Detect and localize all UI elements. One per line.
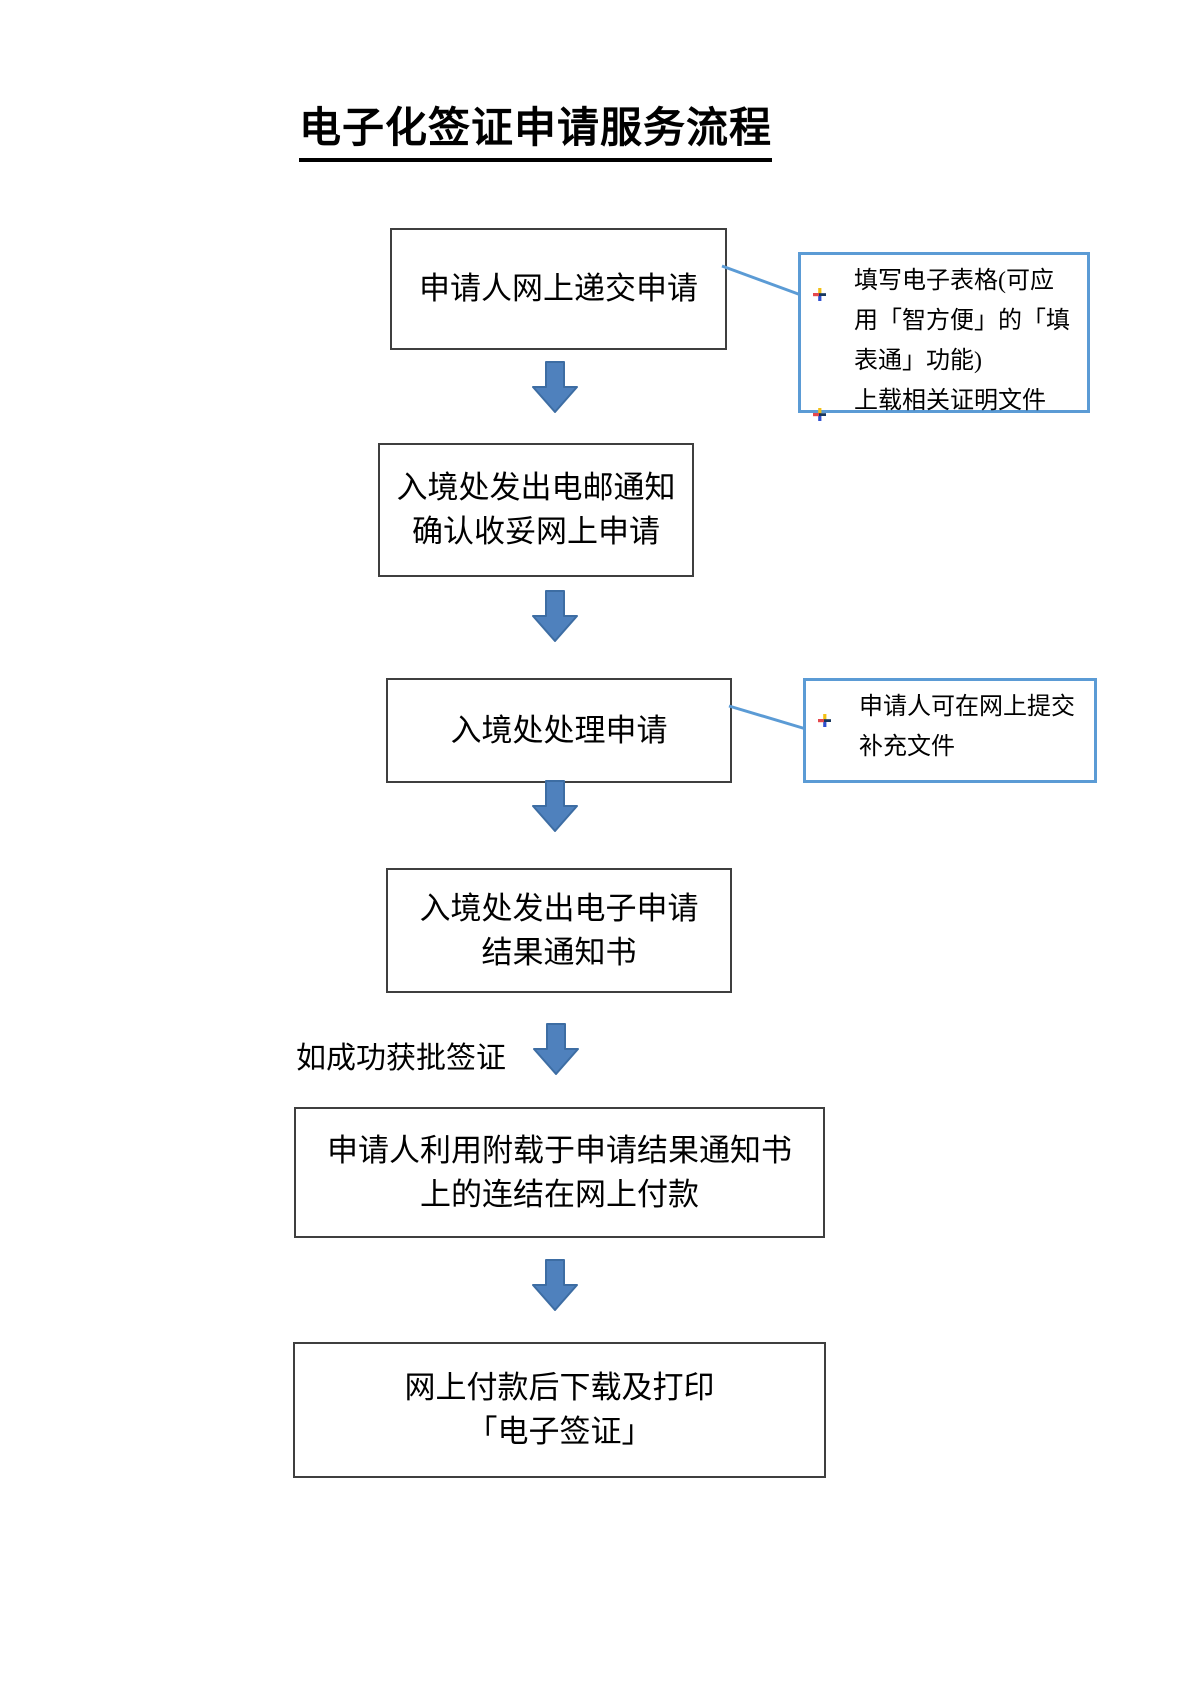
callout-connector-line: [721, 261, 803, 304]
branch-condition-label: 如成功获批签证: [296, 1042, 506, 1075]
down-arrow-icon: [532, 590, 578, 642]
down-arrow-icon: [532, 1259, 578, 1311]
callout-connector-line: [728, 701, 808, 738]
callout-supplementary-docs: 申请人可在网上提交补充文件: [803, 678, 1097, 783]
flow-step-label: 入境处处理申请: [450, 712, 668, 748]
down-arrow-icon: [533, 1023, 579, 1075]
flow-step-label: 入境处发出电子申请 结果通知书: [419, 890, 699, 970]
page-title: 电子化签证申请服务流程: [299, 94, 773, 162]
callout-item-text: 上载相关证明文件: [854, 388, 1046, 414]
flow-step-download-print-evisa: 网上付款后下载及打印 「电子签证」: [293, 1342, 826, 1478]
callout-item: 上载相关证明文件: [807, 381, 1079, 434]
callout-item: 申请人可在网上提交补充文件: [812, 687, 1086, 767]
callout-online-form-tips: 填写电子表格(可应用「智方便」的「填表通」功能) 上载相关证明文件: [798, 252, 1090, 421]
flow-step-label: 申请人利用附载于申请结果通知书 上的连结在网上付款: [327, 1132, 792, 1212]
colored-plus-bullet-icon: [813, 394, 826, 434]
flow-step-online-payment: 申请人利用附载于申请结果通知书 上的连结在网上付款: [294, 1107, 825, 1238]
down-arrow-icon: [532, 361, 578, 413]
flow-step-e-result-notice: 入境处发出电子申请 结果通知书: [386, 868, 732, 993]
callout-item: 填写电子表格(可应用「智方便」的「填表通」功能): [807, 261, 1079, 381]
callout-item-text: 申请人可在网上提交补充文件: [859, 694, 1075, 760]
colored-plus-bullet-icon: [813, 274, 826, 314]
colored-plus-bullet-icon: [818, 700, 831, 740]
flow-step-label: 网上付款后下载及打印 「电子签证」: [404, 1370, 715, 1449]
down-arrow-icon: [532, 780, 578, 832]
callout-item-text: 填写电子表格(可应用「智方便」的「填表通」功能): [854, 268, 1070, 374]
flow-step-processing: 入境处处理申请: [386, 678, 732, 783]
flow-step-submit-application: 申请人网上递交申请: [390, 228, 727, 350]
flow-step-label: 申请人网上递交申请: [419, 271, 698, 306]
flow-step-label: 入境处发出电邮通知 确认收妥网上申请: [396, 470, 676, 549]
flow-step-email-acknowledgement: 入境处发出电邮通知 确认收妥网上申请: [378, 443, 694, 577]
